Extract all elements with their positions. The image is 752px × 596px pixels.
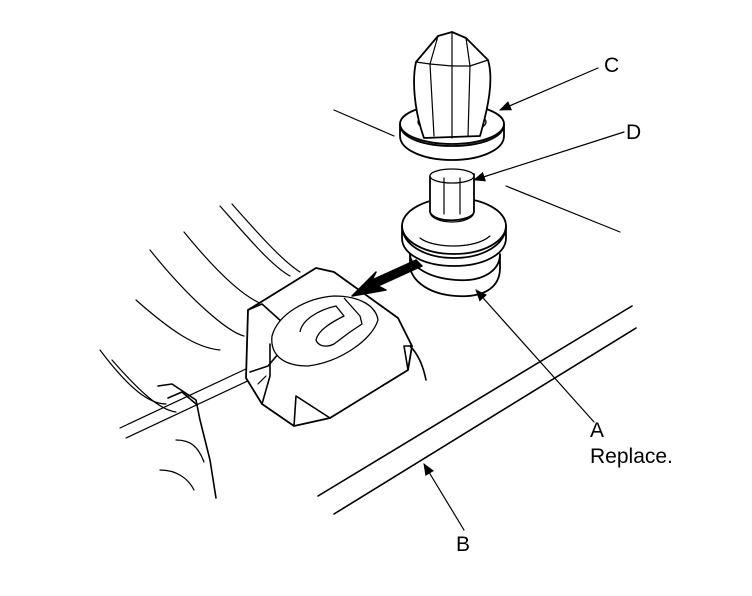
leader-line-d <box>473 131 625 182</box>
leader-line-c <box>499 67 599 111</box>
removal-direction-arrow <box>351 259 423 297</box>
callout-a: A <box>590 419 604 442</box>
clip-head-c <box>399 31 505 161</box>
callout-b: B <box>456 533 470 556</box>
mounting-boss <box>245 267 427 427</box>
callout-a-note: Replace. <box>590 445 673 468</box>
callout-d: D <box>626 121 641 144</box>
callout-c: C <box>604 54 619 77</box>
leader-line-a <box>475 289 595 423</box>
clip-stem-d <box>429 168 475 222</box>
reference-lines <box>333 109 621 233</box>
leader-lines <box>423 67 625 531</box>
panel-b <box>99 203 637 515</box>
leader-line-b <box>423 463 465 531</box>
